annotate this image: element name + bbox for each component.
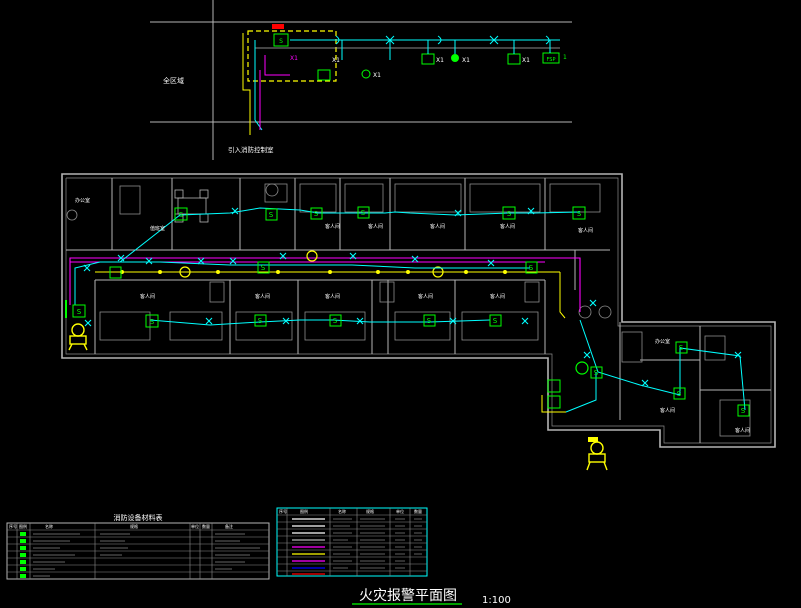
svg-text:S: S bbox=[258, 317, 263, 325]
svg-text:S: S bbox=[279, 38, 283, 45]
svg-text:S: S bbox=[507, 210, 512, 218]
svg-text:S: S bbox=[361, 209, 366, 217]
legend-header: 数量 bbox=[202, 523, 210, 529]
smoke-detector-group bbox=[72, 206, 750, 417]
legend-header: 名称 bbox=[45, 523, 53, 529]
svg-text:S: S bbox=[741, 407, 746, 415]
alarm-bell-icon bbox=[179, 266, 191, 278]
legend-header: 图例 bbox=[300, 508, 308, 514]
room-label: 客人间 bbox=[325, 293, 340, 300]
controller-module-icon bbox=[273, 33, 289, 47]
device-tag: X1 bbox=[522, 57, 530, 64]
device-tag: X1 bbox=[290, 55, 298, 62]
room-label: 客人间 bbox=[325, 223, 340, 230]
legend-table-left: 消防设备材料表 序号 图例 名称 规格 单位 数量 备注 bbox=[6, 513, 270, 580]
alarm-bell-icon bbox=[575, 361, 589, 375]
stair-symbol bbox=[68, 323, 608, 471]
legend-table-right: 序号 图例 名称 规格 单位 数量 bbox=[276, 507, 428, 577]
legend-title: 消防设备材料表 bbox=[114, 513, 163, 522]
heat-detector-icon bbox=[317, 69, 331, 81]
svg-text:S: S bbox=[577, 210, 582, 218]
building-outline bbox=[61, 173, 776, 448]
legend-header: 图例 bbox=[19, 523, 27, 529]
legend-header: 名称 bbox=[338, 508, 346, 514]
system-diagram: S FSP 1 X1 X1 X1 X1 X1 X1 全区域 引入消防控 bbox=[150, 0, 572, 160]
drawing-title: 火灾报警平面图 bbox=[359, 587, 457, 604]
module-index: 1 bbox=[563, 54, 567, 61]
svg-text:S: S bbox=[333, 317, 338, 325]
drawing-scale: 1:100 bbox=[482, 595, 511, 606]
room-label: 客人间 bbox=[418, 293, 433, 300]
room-label: 办公室 bbox=[75, 197, 90, 204]
legend-header: 序号 bbox=[279, 508, 287, 514]
legend-header: 规格 bbox=[366, 508, 374, 514]
legend-header: 序号 bbox=[9, 523, 17, 529]
svg-text:S: S bbox=[677, 390, 682, 398]
incoming-label: 引入消防控制室 bbox=[228, 145, 274, 154]
alarm-bell-icon bbox=[432, 266, 444, 278]
floor-plan: SSS SSS SSS SSS SSS SSS 值班室 办公室 客人间 客人间 … bbox=[61, 173, 776, 471]
svg-text:S: S bbox=[493, 317, 498, 325]
drawing-title-block: 火灾报警平面图 1:100 bbox=[352, 587, 511, 606]
manual-call-point-icon bbox=[451, 54, 459, 62]
svg-text:S: S bbox=[529, 264, 534, 272]
room-label: 值班室 bbox=[150, 225, 165, 232]
room-label: 客人间 bbox=[490, 293, 505, 300]
legend-header: 规格 bbox=[130, 523, 138, 529]
alarm-bell-icon bbox=[306, 250, 318, 262]
controller-enclosure bbox=[247, 30, 337, 82]
svg-text:S: S bbox=[179, 211, 184, 219]
zone-label: 全区域 bbox=[163, 76, 184, 85]
power-trunk bbox=[69, 257, 581, 312]
svg-text:S: S bbox=[427, 317, 432, 325]
legend-header: 单位 bbox=[396, 508, 404, 514]
alarm-bell-icon bbox=[361, 69, 371, 79]
device-tag: X1 bbox=[462, 57, 470, 64]
room-label: 客人间 bbox=[140, 293, 155, 300]
legend-header: 备注 bbox=[225, 523, 233, 529]
svg-text:S: S bbox=[314, 210, 319, 218]
module-icon bbox=[547, 379, 561, 393]
svg-text:S: S bbox=[679, 344, 684, 352]
room-label: 客人间 bbox=[735, 427, 750, 434]
svg-text:S: S bbox=[77, 308, 82, 316]
room-label: 客人间 bbox=[368, 223, 383, 230]
module-code: FSP bbox=[547, 57, 556, 63]
smoke-detector-icon bbox=[421, 53, 435, 65]
svg-text:S: S bbox=[594, 369, 599, 377]
alarm-marker bbox=[272, 24, 284, 29]
room-label: 客人间 bbox=[500, 223, 515, 230]
svg-text:S: S bbox=[261, 264, 266, 272]
device-tag: X1 bbox=[436, 57, 444, 64]
device-tag: X1 bbox=[332, 57, 340, 64]
device-tag: X1 bbox=[373, 72, 381, 79]
room-label: 办公室 bbox=[655, 338, 670, 345]
room-label: 客人间 bbox=[578, 227, 593, 234]
smoke-detector-icon bbox=[507, 53, 521, 65]
svg-text:S: S bbox=[269, 211, 274, 219]
module-icon bbox=[542, 52, 560, 64]
legend-header: 数量 bbox=[414, 508, 422, 514]
room-label: 客人间 bbox=[255, 293, 270, 300]
module-icon bbox=[547, 395, 561, 409]
legend-header: 单位 bbox=[191, 523, 199, 529]
room-label: 客人间 bbox=[430, 223, 445, 230]
svg-text:S: S bbox=[150, 318, 155, 326]
room-label: 客人间 bbox=[660, 407, 675, 414]
